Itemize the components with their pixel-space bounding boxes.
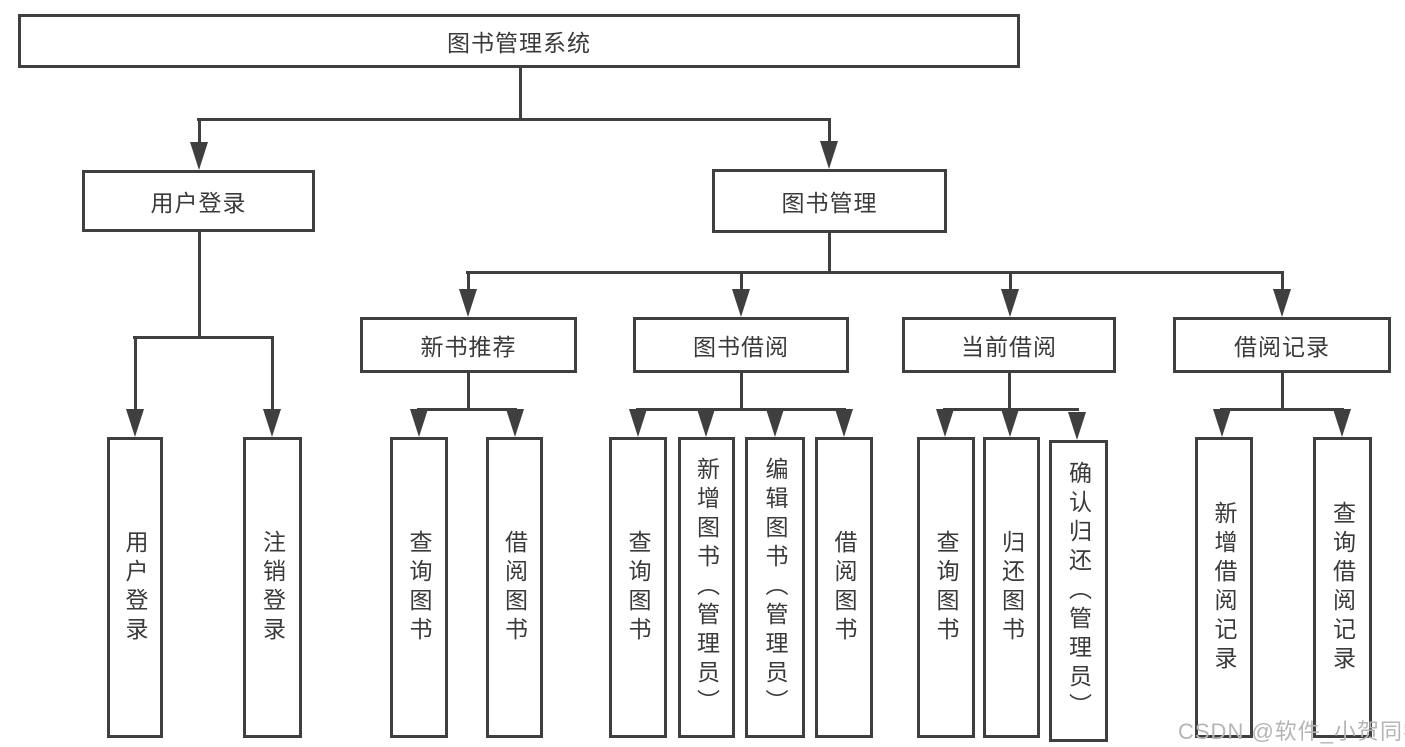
node-label: 图书借阅 [693,334,789,360]
arrow-down-icon [126,409,144,437]
node-label: 查询借阅记录 [1329,500,1356,675]
connector-line [417,408,517,411]
arrow-down-icon [1001,289,1019,317]
node-leaf-logout: 注销登录 [243,437,302,738]
node-new-book-recommend: 新书推荐 [360,317,577,373]
connector-line [197,118,201,146]
node-leaf-add-borrow-record: 新增借阅记录 [1195,437,1253,738]
csdn-watermark: CSDN @软件_小贺同学 [1178,719,1405,744]
arrow-down-icon [1068,412,1086,440]
node-leaf-borrow-books-2: 借阅图书 [815,437,873,738]
node-leaf-user-login: 用户登录 [107,437,163,738]
connector-line [197,118,831,121]
node-label: 用户登录 [150,190,247,216]
node-leaf-query-books-2: 查询图书 [609,437,667,738]
node-label: 图书管理 [781,190,878,216]
arrow-down-icon [459,289,477,317]
connector-line [466,271,470,292]
connector-line [827,118,831,145]
node-leaf-confirm-return-admin: 确认归还（管理员） [1049,440,1108,742]
arrow-down-icon [1001,409,1019,437]
connector-line [466,271,1284,274]
connector-line [1220,408,1344,411]
node-label: 查询图书 [625,529,651,646]
node-root-system: 图书管理系统 [18,14,1020,68]
node-label: 查询图书 [933,529,959,646]
node-label: 用户登录 [122,529,148,646]
connector-line [518,66,522,121]
connector-line [739,371,743,411]
node-label: 图书管理系统 [447,30,591,56]
arrow-down-icon [835,409,853,437]
node-leaf-query-borrow-record: 查询借阅记录 [1313,437,1372,738]
arrow-down-icon [263,409,281,437]
arrow-down-icon [506,409,524,437]
node-current-borrow: 当前借阅 [902,317,1116,373]
connector-line [466,371,470,411]
node-leaf-query-books-1: 查询图书 [390,437,448,738]
node-leaf-edit-books-admin: 编辑图书（管理员） [745,437,805,738]
connector-line [739,271,743,292]
node-label: 归还图书 [998,529,1025,646]
arrow-down-icon [629,409,647,437]
node-borrow-records: 借阅记录 [1173,317,1391,373]
node-label: 查询图书 [406,529,432,646]
connector-line [197,230,201,339]
node-label: 新增借阅记录 [1211,500,1237,675]
connector-line [1008,271,1012,292]
node-label: 新增图书（管理员） [693,457,720,718]
arrow-down-icon [1333,409,1351,437]
connector-line [133,336,137,412]
arrow-down-icon [820,141,838,169]
node-label: 当前借阅 [961,334,1057,360]
node-label: 借阅记录 [1234,334,1330,360]
node-book-management: 图书管理 [712,169,947,233]
node-leaf-query-books-3: 查询图书 [917,437,975,738]
arrow-down-icon [766,409,784,437]
arrow-down-icon [936,409,954,437]
arrow-down-icon [190,142,208,170]
connector-line [636,408,846,411]
arrow-down-icon [1273,289,1291,317]
node-user-login: 用户登录 [82,170,315,232]
node-label: 新书推荐 [420,334,517,360]
node-label: 编辑图书（管理员） [762,457,788,718]
arrow-down-icon [697,409,715,437]
node-label: 确认归还（管理员） [1065,460,1092,722]
node-label: 借阅图书 [501,529,528,646]
connector-line [1280,371,1284,411]
connector-line [827,231,831,274]
connector-line [1280,271,1284,292]
node-label: 借阅图书 [831,529,857,646]
node-book-borrow: 图书借阅 [633,317,849,373]
node-leaf-add-books-admin: 新增图书（管理员） [678,437,735,738]
connector-line [270,336,274,412]
node-leaf-borrow-books-1: 借阅图书 [486,437,543,738]
arrow-down-icon [410,409,428,437]
arrow-down-icon [1213,409,1231,437]
connector-line [1007,371,1011,411]
node-leaf-return-books: 归还图书 [983,437,1040,738]
connector-line [133,336,274,339]
node-label: 注销登录 [259,529,286,646]
arrow-down-icon [732,289,750,317]
